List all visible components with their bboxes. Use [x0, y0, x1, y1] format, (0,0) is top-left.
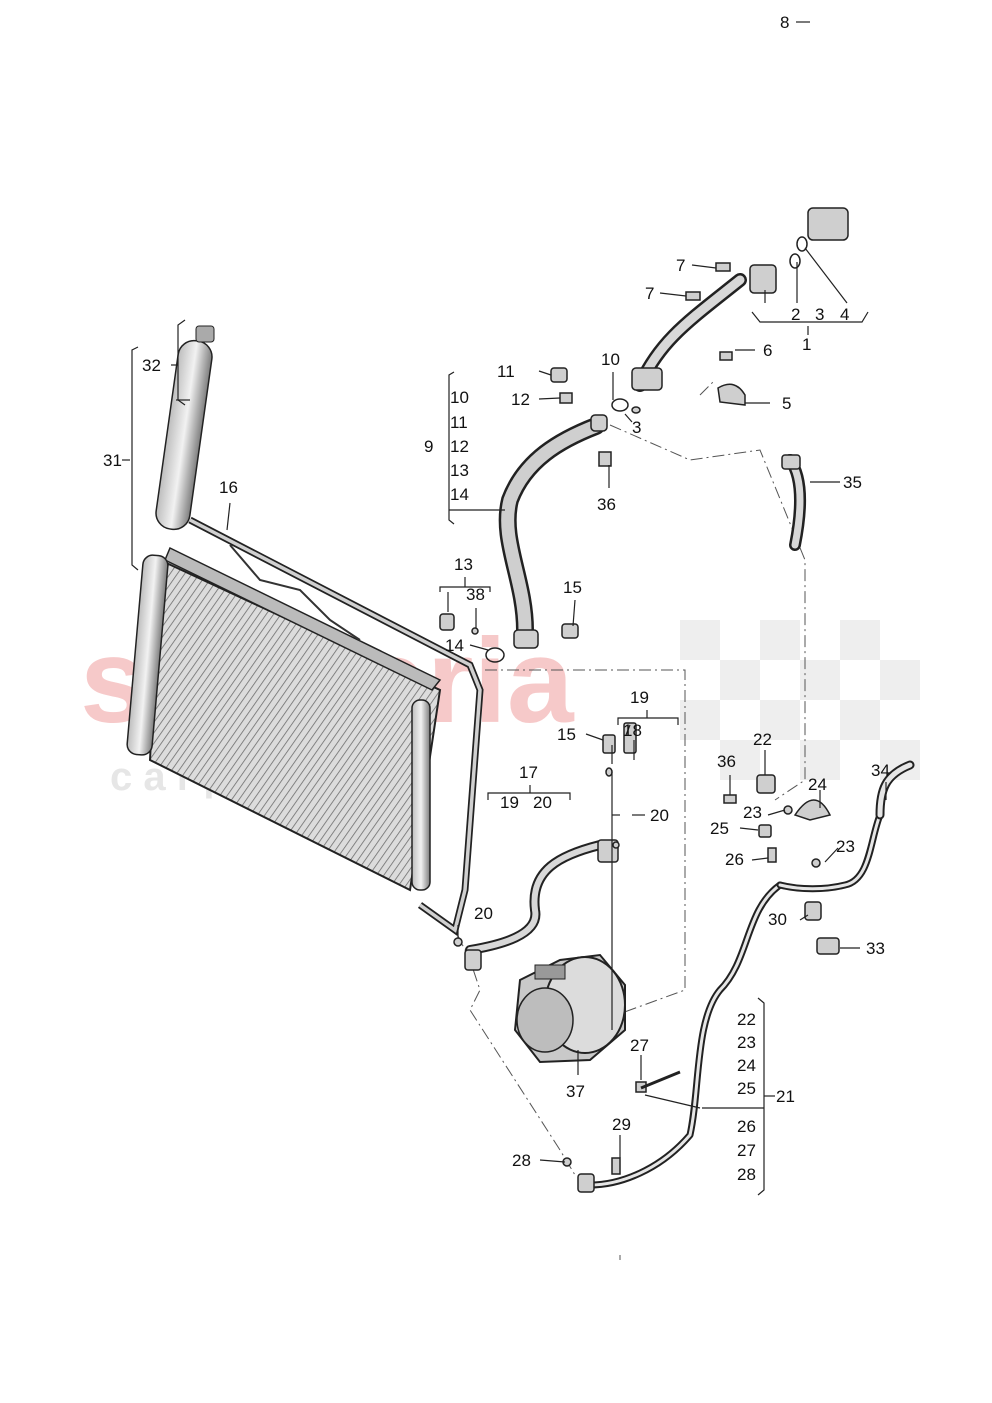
callout-label: 17	[519, 763, 538, 782]
callout-label: 31	[103, 451, 122, 470]
callout-label: 30	[768, 910, 787, 929]
callout-label: 14	[450, 485, 469, 504]
callout-labels: 1 2 3 4 5 6 7 7 8 3 10 11 12 9 10 11 12 …	[103, 13, 890, 1184]
callout-label: 1	[802, 335, 811, 354]
callout-label: 6	[763, 341, 772, 360]
hoses	[465, 273, 915, 1189]
callout-label: 8	[780, 13, 789, 32]
callout-label: 33	[866, 939, 885, 958]
callout-label: 10	[450, 388, 469, 407]
callout-label: 22	[753, 730, 772, 749]
callout-label: 23	[743, 803, 762, 822]
callout-label: 7	[645, 284, 654, 303]
leader-lines	[122, 21, 887, 1196]
callout-label: 14	[445, 636, 464, 655]
fittings	[439, 207, 849, 1193]
callout-label: 11	[497, 362, 515, 381]
callout-label: 28	[512, 1151, 531, 1170]
callout-label: 16	[219, 478, 238, 497]
callout-label: 28	[737, 1165, 756, 1184]
callout-label: 13	[454, 555, 473, 574]
compressor	[513, 953, 626, 1064]
callout-label: 29	[612, 1115, 631, 1134]
callout-label: 2	[791, 305, 800, 324]
condenser	[126, 516, 484, 936]
callout-label: 11	[450, 413, 468, 432]
callout-label: 34	[871, 761, 890, 780]
callout-label: 18	[623, 721, 642, 740]
callout-label: 22	[737, 1010, 756, 1029]
callout-label: 12	[511, 390, 530, 409]
callout-label: 25	[710, 819, 729, 838]
callout-label: 23	[836, 837, 855, 856]
callout-label: 10	[601, 350, 620, 369]
callout-label: 4	[840, 305, 849, 324]
callout-label: 9	[424, 437, 433, 456]
callout-label: 19	[500, 793, 519, 812]
callout-label: 26	[737, 1117, 756, 1136]
callout-label: 20	[650, 806, 669, 825]
callout-label: 32	[142, 356, 161, 375]
callout-label: 25	[737, 1079, 756, 1098]
callout-label: 20	[533, 793, 552, 812]
callout-label: 21	[776, 1087, 795, 1106]
callout-label: 5	[782, 394, 791, 413]
callout-label: 38	[466, 585, 485, 604]
callout-label: 35	[843, 473, 862, 492]
callout-label: 19	[630, 688, 649, 707]
checker-flag-logo	[680, 620, 920, 780]
callout-label: 13	[450, 461, 469, 480]
callout-label: 15	[563, 578, 582, 597]
callout-label: 37	[566, 1082, 585, 1101]
callout-label: 12	[450, 437, 469, 456]
callout-label: 26	[725, 850, 744, 869]
callout-label: 7	[676, 256, 685, 275]
callout-label: 24	[808, 775, 827, 794]
callout-label: 27	[737, 1141, 756, 1160]
callout-label: 36	[597, 495, 616, 514]
callout-label: 24	[737, 1056, 756, 1075]
callout-label: 27	[630, 1036, 649, 1055]
callout-label: 15	[557, 725, 576, 744]
callout-label: 3	[815, 305, 824, 324]
callout-label: 20	[474, 904, 493, 923]
callout-label: 36	[717, 752, 736, 771]
callout-label: 23	[737, 1033, 756, 1052]
callout-label: 3	[632, 418, 641, 437]
drier-cartridge	[155, 325, 215, 531]
